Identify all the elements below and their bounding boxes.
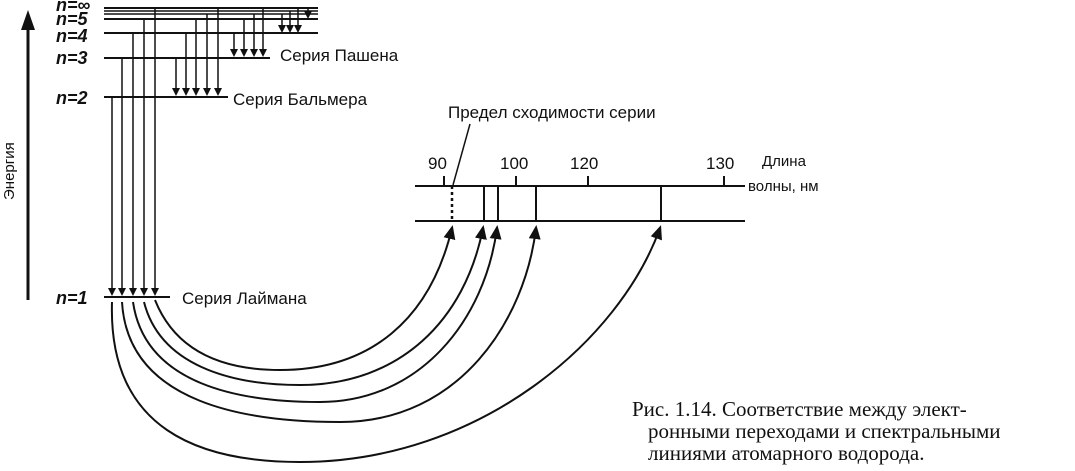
energy-axis: Энергия [1,10,35,300]
connecting-curves [110,225,662,464]
paschen-transitions [230,8,267,57]
balmer-series-label: Серия Бальмера [233,90,368,109]
energy-axis-arrow-icon [21,10,35,30]
convergence-limit-label: Предел сходимости серии [448,103,656,122]
level-label-4: n=4 [56,26,88,46]
level-label-3: n=3 [56,48,88,68]
curve-to-line-a [143,225,487,387]
curve-to-line-b [132,225,502,404]
wavelength-label-line2: волны, нм [748,178,819,195]
figure-caption: Рис. 1.14. Соответствие между элект- рон… [632,398,1072,464]
caption-line-1: Рис. 1.14. Соответствие между элект- [632,397,967,421]
level-label-inf: n=∞ [56,0,91,15]
paschen-series-label: Серия Пашена [280,46,399,65]
tick-label-90: 90 [428,154,447,173]
curve-to-limit [154,225,456,372]
caption-line-2: ронными переходами и спектральными [648,419,1001,443]
energy-axis-label: Энергия [1,142,18,200]
tick-label-120: 120 [570,154,598,173]
curve-to-line-c [121,225,541,424]
wavelength-scale: 90 100 120 130 Длина волны, нм Предел сх… [415,103,819,222]
lyman-series-label: Серия Лаймана [182,289,307,308]
balmer-transitions [172,8,222,96]
lyman-transitions [108,8,159,296]
level-label-1: n=1 [56,288,88,308]
convergence-pointer [452,123,471,186]
tick-label-100: 100 [500,154,528,173]
level-label-5: n=5 [56,9,89,29]
higher-series-transitions [278,8,312,33]
tick-label-130: 130 [706,154,734,173]
energy-levels: n=∞ n=5 n=4 n=3 n=2 n=1 [56,0,318,308]
caption-line-3: линиями атомарного водорода. [648,441,925,465]
wavelength-label-line1: Длина [762,153,807,170]
curve-to-line-d [110,225,662,464]
level-label-2: n=2 [56,88,88,108]
